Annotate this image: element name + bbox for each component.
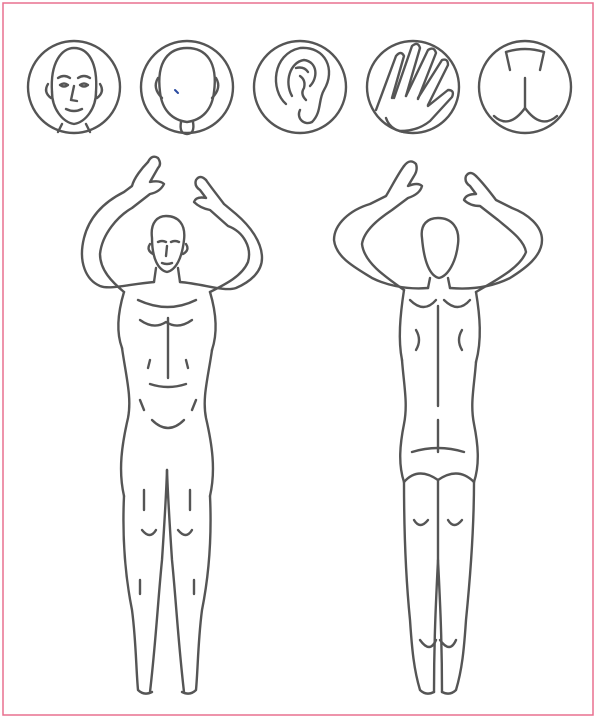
posterior-body-icon	[334, 161, 542, 693]
ear-icon	[254, 41, 346, 133]
face-icon	[28, 41, 120, 133]
buttocks-icon	[479, 41, 571, 133]
hand-icon	[367, 41, 459, 133]
back-of-head-icon	[141, 41, 233, 134]
anterior-body-icon	[82, 157, 262, 694]
